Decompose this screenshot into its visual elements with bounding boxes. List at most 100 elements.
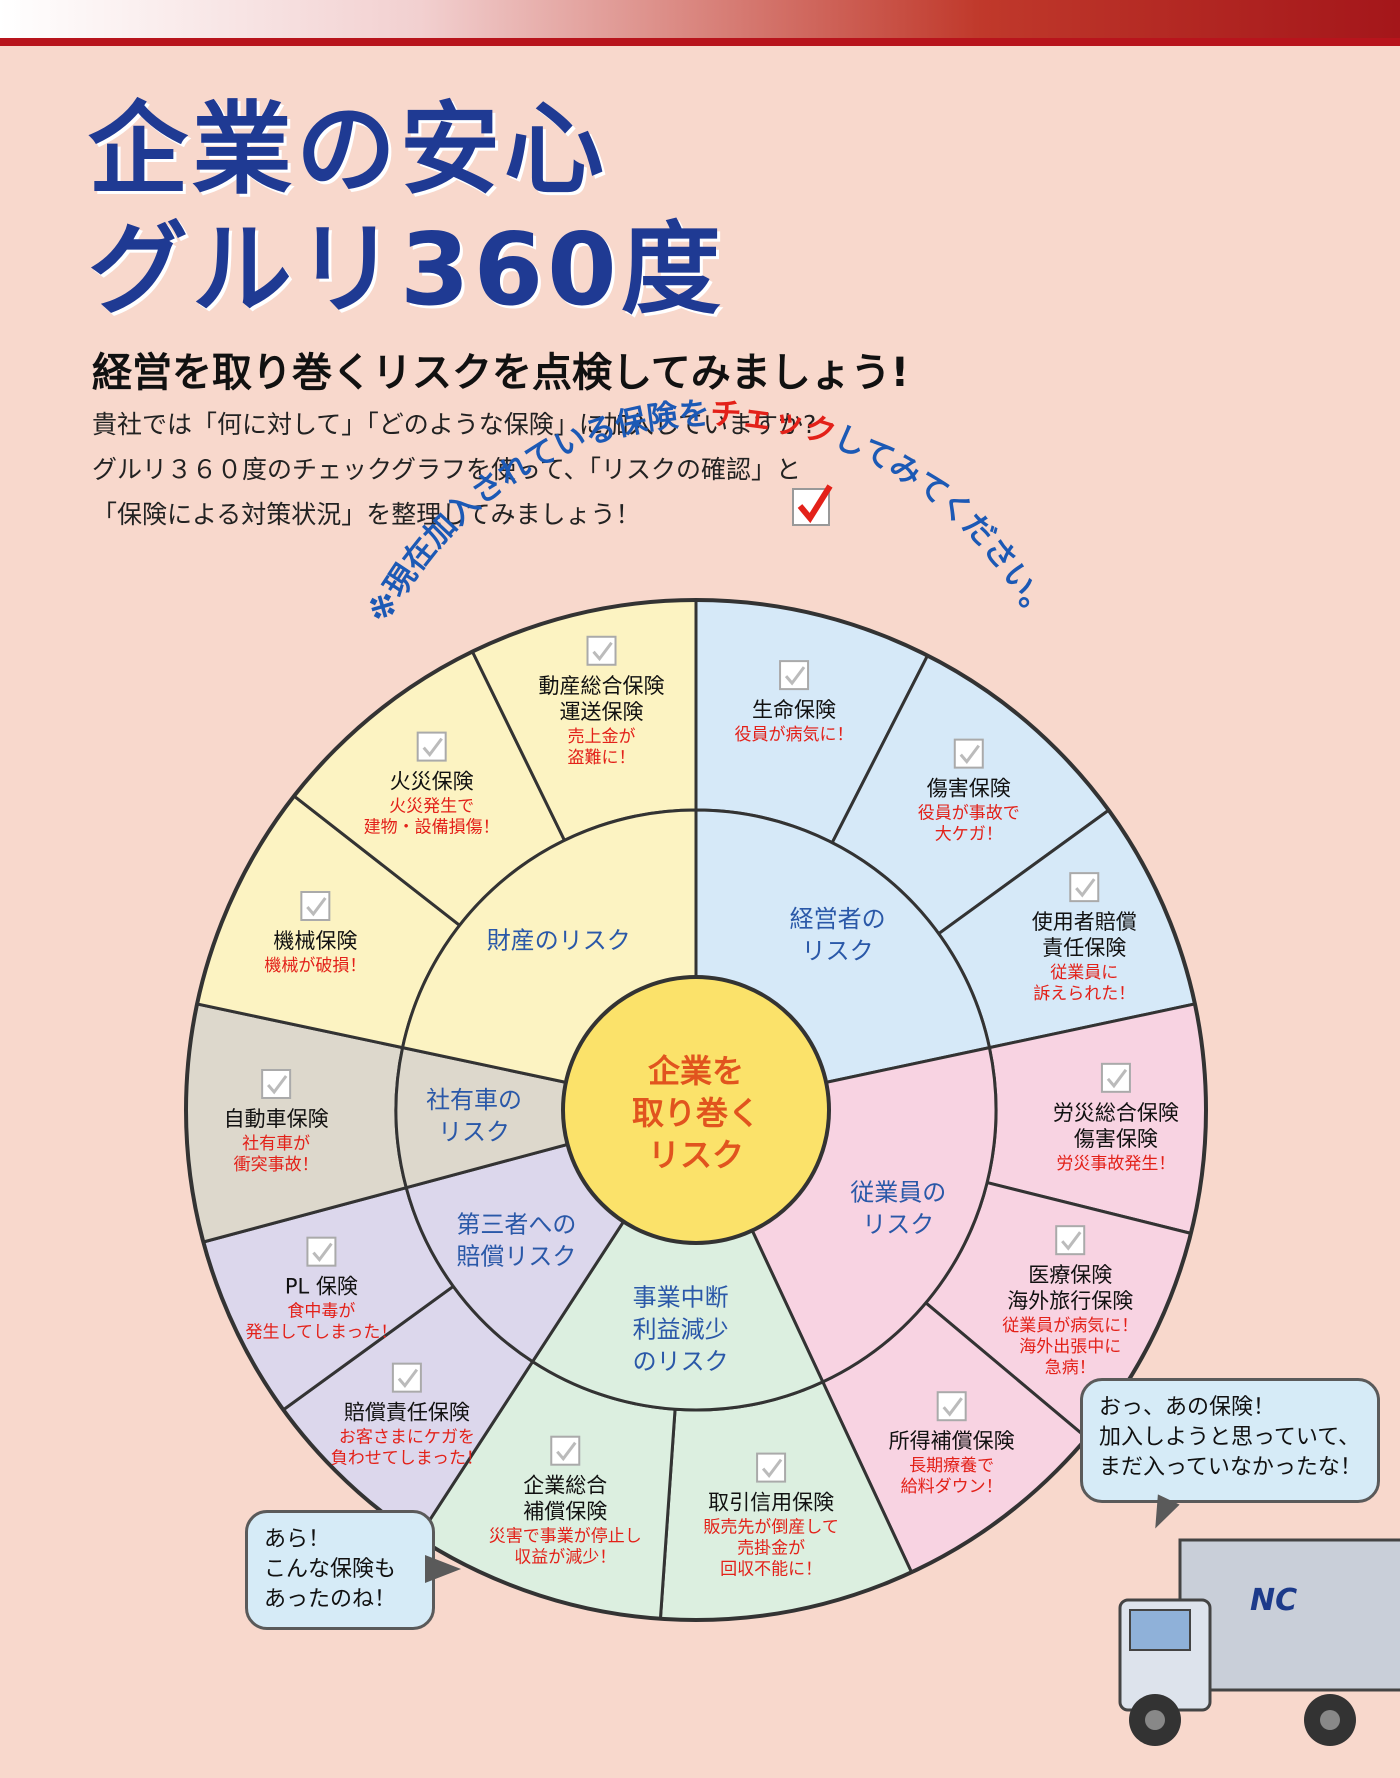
checkbox-icon[interactable] bbox=[1055, 1225, 1086, 1256]
insurance-scenario: 社有車が bbox=[242, 1134, 310, 1154]
category-label-line: リスク bbox=[802, 937, 874, 965]
category-label-line: 第三者への bbox=[456, 1210, 576, 1238]
checkbox-icon[interactable] bbox=[953, 738, 984, 769]
insurance-scenario: 回収不能に！ bbox=[720, 1560, 822, 1580]
insurance-scenario: 機械が破損！ bbox=[264, 956, 366, 976]
category-label-line: 社有車の bbox=[426, 1086, 522, 1114]
checkmark-icon bbox=[784, 666, 806, 686]
category-label-line: 財産のリスク bbox=[487, 927, 631, 955]
checkmark-icon bbox=[761, 1458, 783, 1478]
checkbox-icon[interactable] bbox=[416, 731, 447, 762]
category-label-line: 従業員の bbox=[850, 1179, 946, 1207]
checkmark-icon bbox=[306, 897, 327, 917]
intro-line-1: 貴社では「何に対して」「どのような保険」に加入していますか? bbox=[92, 410, 817, 439]
insurance-scenario: 役員が病気に！ bbox=[735, 725, 854, 745]
insurance-scenario: 海外出張中に bbox=[1019, 1337, 1121, 1357]
checkbox-icon[interactable] bbox=[779, 660, 810, 691]
insurance-scenario: 火災発生で bbox=[389, 797, 474, 817]
insurance-name: 補償保険 bbox=[523, 1500, 607, 1524]
checkmark-icon bbox=[556, 1441, 577, 1462]
insurance-scenario: 食中毒が bbox=[287, 1302, 355, 1322]
insurance-scenario: 売掛金が bbox=[737, 1539, 805, 1559]
insurance-scenario: 盗難に！ bbox=[568, 748, 636, 768]
insurance-name: 運送保険 bbox=[560, 700, 644, 724]
truck-icon: NC bbox=[1118, 1538, 1400, 1746]
insurance-name: 企業総合 bbox=[523, 1474, 607, 1498]
insurance-scenario: 販売先が倒産して bbox=[703, 1518, 839, 1538]
bubble-right-line: おっ、あの保険！ bbox=[1099, 1395, 1276, 1420]
title-line-2: グルリ360度 bbox=[88, 211, 725, 328]
insurance-name: 労災総合保険 bbox=[1053, 1101, 1179, 1125]
checkmark-icon bbox=[1061, 1231, 1082, 1251]
intro-line-2: グルリ３６０度のチェックグラフを使って、「リスクの確認」と bbox=[92, 455, 802, 484]
arc-instruction: ※現在加入されている保険をチェックしてみてください。 bbox=[362, 396, 1058, 629]
arc-instruction-prefix: ※現在加入されている保険を bbox=[362, 396, 711, 629]
checkbox-icon[interactable] bbox=[306, 1236, 337, 1267]
center-circle bbox=[561, 975, 831, 1245]
insurance-scenario: 急病！ bbox=[1045, 1358, 1096, 1378]
insurance-name: 傷害保険 bbox=[927, 777, 1011, 801]
bubble-left-line: あら！ bbox=[264, 1527, 331, 1552]
checkbox-icon bbox=[792, 484, 833, 526]
checkmark-icon bbox=[1106, 1068, 1128, 1089]
center-label: リスク bbox=[648, 1136, 744, 1174]
top-banner-stripe bbox=[0, 38, 1400, 46]
intro-line-3: 「保険による対策状況」を整理してみましょう！ bbox=[92, 500, 641, 529]
checkbox-icon[interactable] bbox=[936, 1391, 967, 1422]
category-label-line: リスク bbox=[862, 1211, 934, 1239]
checkbox-icon[interactable] bbox=[391, 1362, 422, 1393]
truck-logo: NC bbox=[1250, 1583, 1297, 1618]
checkmark-icon bbox=[397, 1368, 419, 1389]
checkbox-icon[interactable] bbox=[300, 891, 331, 922]
insurance-name: 生命保険 bbox=[752, 698, 836, 722]
checkmark-icon bbox=[942, 1397, 963, 1417]
bubble-left-line: あったのね！ bbox=[264, 1587, 397, 1612]
checkbox-icon[interactable] bbox=[261, 1068, 292, 1099]
checkbox-icon[interactable] bbox=[550, 1435, 581, 1466]
center-label: 企業を bbox=[648, 1052, 744, 1090]
insurance-scenario: 給料ダウン！ bbox=[901, 1477, 1003, 1497]
insurance-name: 取引信用保険 bbox=[708, 1491, 834, 1515]
insurance-scenario: 売上金が bbox=[568, 727, 636, 747]
bubble-tail-left bbox=[425, 1555, 461, 1583]
category-label: 第三者への賠償リスク bbox=[456, 1210, 576, 1270]
checkbox-icon[interactable] bbox=[586, 635, 617, 666]
insurance-name: 傷害保険 bbox=[1074, 1127, 1158, 1151]
category-label-line: 事業中断 bbox=[633, 1283, 729, 1311]
insurance-name: 使用者賠償 bbox=[1032, 910, 1137, 934]
insurance-scenario: 負わせてしまった！ bbox=[331, 1449, 483, 1469]
insurance-scenario: お客さまにケガを bbox=[339, 1428, 475, 1448]
checkmark-icon bbox=[422, 737, 443, 757]
checkbox-icon[interactable] bbox=[1069, 872, 1100, 903]
insurance-name: 所得補償保険 bbox=[889, 1429, 1015, 1453]
insurance-scenario: 長期療養で bbox=[909, 1456, 994, 1476]
checkbox-icon[interactable] bbox=[756, 1452, 787, 1483]
checkmark-icon bbox=[312, 1242, 333, 1263]
category-label-line: 賠償リスク bbox=[456, 1242, 576, 1270]
insurance-name: 火災保険 bbox=[390, 770, 474, 794]
insurance-name: 海外旅行保険 bbox=[1007, 1289, 1133, 1313]
category-label: 財産のリスク bbox=[487, 927, 631, 955]
insurance-scenario: 衝突事故！ bbox=[234, 1155, 319, 1175]
arc-instruction-highlight: チェック bbox=[710, 396, 840, 453]
title-line-1: 企業の安心 bbox=[88, 91, 608, 208]
insurance-name: PL 保険 bbox=[285, 1275, 358, 1299]
checkmark-icon bbox=[959, 744, 980, 765]
insurance-name: 賠償責任保険 bbox=[344, 1401, 470, 1425]
arc-instruction-suffix: してみてください。 bbox=[829, 419, 1058, 629]
checkbox-icon[interactable] bbox=[1100, 1062, 1131, 1093]
